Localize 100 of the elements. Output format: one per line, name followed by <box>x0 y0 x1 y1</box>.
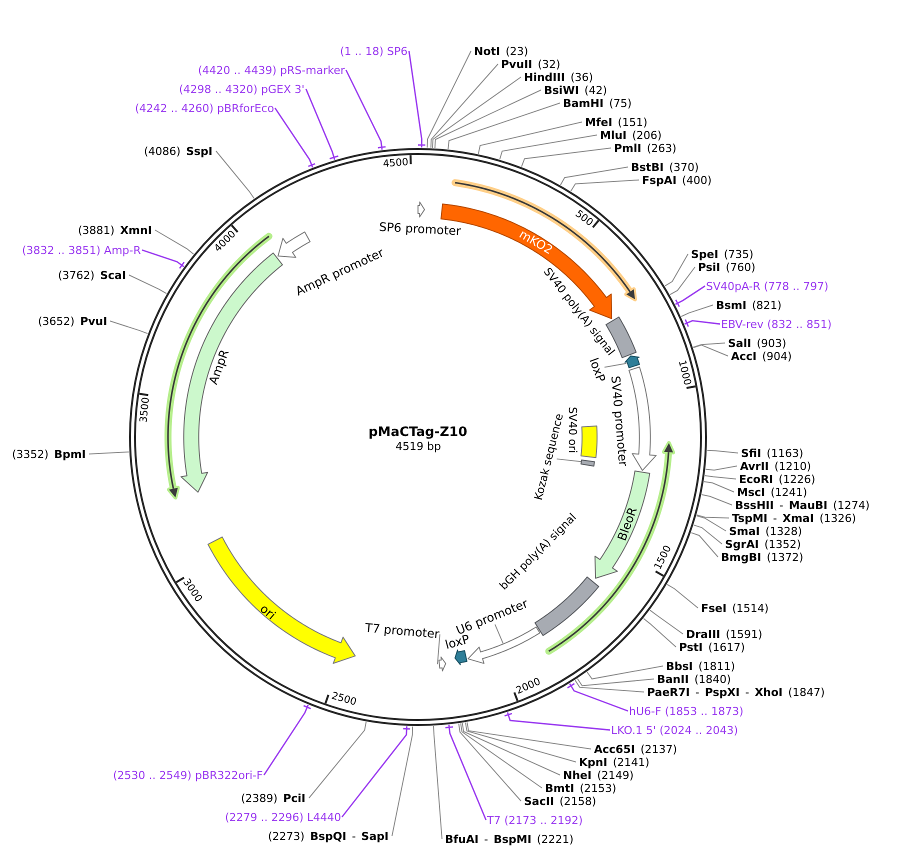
scale-label: 3500 <box>138 397 154 424</box>
primer-label: (4420 .. 4439) pRS-marker <box>198 64 345 76</box>
scale-label: 1000 <box>675 358 693 387</box>
restriction-site-label: (2273) BspQI - SapI <box>268 830 391 842</box>
leader-line <box>464 722 576 762</box>
restriction-site-label: (3881) XmnI <box>78 224 154 236</box>
leader-line <box>560 166 628 186</box>
restriction-site-label: (2389) PciI <box>241 792 308 804</box>
leader-line <box>693 524 722 544</box>
restriction-site-label: AvrII (1210) <box>738 460 811 472</box>
restriction-site-label: BstBI (370) <box>629 160 699 174</box>
restriction-site-label: (4086) SspI <box>144 144 215 158</box>
feature-label: Kozak sequence <box>531 412 566 502</box>
leader-line <box>110 320 148 334</box>
leader-line <box>305 88 339 160</box>
restriction-site-label: (3652) PvuI <box>38 314 110 328</box>
primer-label: LKO.1 5' (2024 .. 2043) <box>611 724 738 736</box>
leader-line <box>263 704 312 776</box>
leader-line <box>504 712 611 731</box>
restriction-site-label: BsiWI (42) <box>542 84 608 96</box>
leader-line <box>448 102 560 150</box>
leader-line <box>692 344 728 356</box>
leader-line <box>566 682 629 712</box>
scale-label: 1500 <box>652 544 675 572</box>
restriction-site-label: PvuII (32) <box>499 58 560 70</box>
leader-line <box>430 64 498 148</box>
feature-label: T7 promoter <box>364 620 440 642</box>
scale-label: 2000 <box>515 676 544 698</box>
leader-line <box>690 532 718 558</box>
restriction-site-label: MfeI (151) <box>583 116 648 128</box>
leader-line <box>426 50 472 148</box>
restriction-site-label: EcoRI (1226) <box>737 472 816 486</box>
restriction-site-label: SacII (2158) <box>522 794 596 808</box>
leader-line <box>643 618 676 648</box>
restriction-site-label: (3352) BpmI <box>12 448 88 460</box>
restriction-site-label: PsiI (760) <box>696 260 756 274</box>
leader-line <box>670 266 696 296</box>
sequence-feature <box>580 458 596 467</box>
leader-line <box>345 69 386 150</box>
leader-line <box>216 150 255 199</box>
restriction-site-label: BfuAI - BspMI (2221) <box>443 832 574 846</box>
leader-line <box>154 230 194 255</box>
restriction-site-label: MscI (1241) <box>735 486 808 498</box>
restriction-site-label: NotI (23) <box>472 44 528 58</box>
restriction-site-label: FspAI (400) <box>640 174 712 186</box>
promoter-feature <box>438 656 446 672</box>
primer-label: (4242 .. 4260) pBRforEco <box>135 102 274 114</box>
plasmid-name: pMaCTag-Z10 <box>368 424 468 440</box>
leader-line <box>466 722 592 750</box>
leader-line <box>392 726 414 836</box>
leader-line <box>574 680 644 692</box>
feature-label: BleoR <box>615 505 640 543</box>
feature-label: loxP <box>586 356 608 384</box>
leader-line <box>701 494 732 506</box>
leader-line <box>408 50 426 148</box>
restriction-site-label: NheI (2149) <box>561 768 634 782</box>
restriction-site-label: PstI (1617) <box>677 640 745 654</box>
leader-line <box>436 634 440 665</box>
restriction-site-label: PmlI (263) <box>612 142 676 154</box>
feature-label: SV40 promoter <box>608 375 630 467</box>
scale-label: 4500 <box>382 157 409 172</box>
leader-line <box>521 148 612 168</box>
restriction-site-label: (3762) ScaI <box>58 268 128 282</box>
feature-label: AmpR <box>206 348 232 386</box>
primer-label: hU6-F (1853 .. 1873) <box>629 704 744 718</box>
leader-line <box>88 451 130 454</box>
restriction-site-label: KpnI (2141) <box>577 756 650 768</box>
leader-line <box>341 726 411 818</box>
primer-label: (4298 .. 4320) pGEX 3' <box>179 82 305 96</box>
leader-line <box>666 584 698 608</box>
primer-label: SV40pA-R (778 .. 797) <box>706 280 828 292</box>
leader-line <box>705 466 738 471</box>
restriction-site-label: BmtI (2153) <box>543 782 616 794</box>
leader-line <box>494 624 504 644</box>
restriction-site-label: HindIII (36) <box>522 70 594 84</box>
feature-label: SV40 ori <box>565 406 580 454</box>
leader-line <box>478 122 582 154</box>
restriction-site-label: FseI (1514) <box>699 602 769 614</box>
leader-line <box>696 514 730 518</box>
leader-line <box>444 724 487 821</box>
leader-line <box>141 249 185 270</box>
recombination-site-feature <box>624 355 640 370</box>
leader-line <box>556 458 582 462</box>
restriction-site-label: BssHII - MauBI (1274) <box>733 498 870 512</box>
scale-label: 2500 <box>329 690 358 710</box>
leader-line <box>586 666 664 680</box>
leader-line <box>274 107 316 168</box>
leader-line <box>704 481 734 492</box>
restriction-site-label: BbsI (1811) <box>664 660 735 672</box>
leader-line <box>696 515 726 532</box>
primer-label: T7 (2173 .. 2192) <box>487 814 583 826</box>
primer-label: (2279 .. 2296) L4440 <box>225 810 342 824</box>
leader-line <box>434 90 542 148</box>
restriction-site-label: TspMI - XmaI (1326) <box>730 512 856 524</box>
leader-line <box>128 274 168 294</box>
leader-line <box>674 285 706 308</box>
leader-line <box>684 318 721 328</box>
primer-label: EBV-rev (832 .. 851) <box>721 318 832 330</box>
leader-line <box>664 254 688 286</box>
restriction-site-label: Acc65I (2137) <box>592 742 678 756</box>
